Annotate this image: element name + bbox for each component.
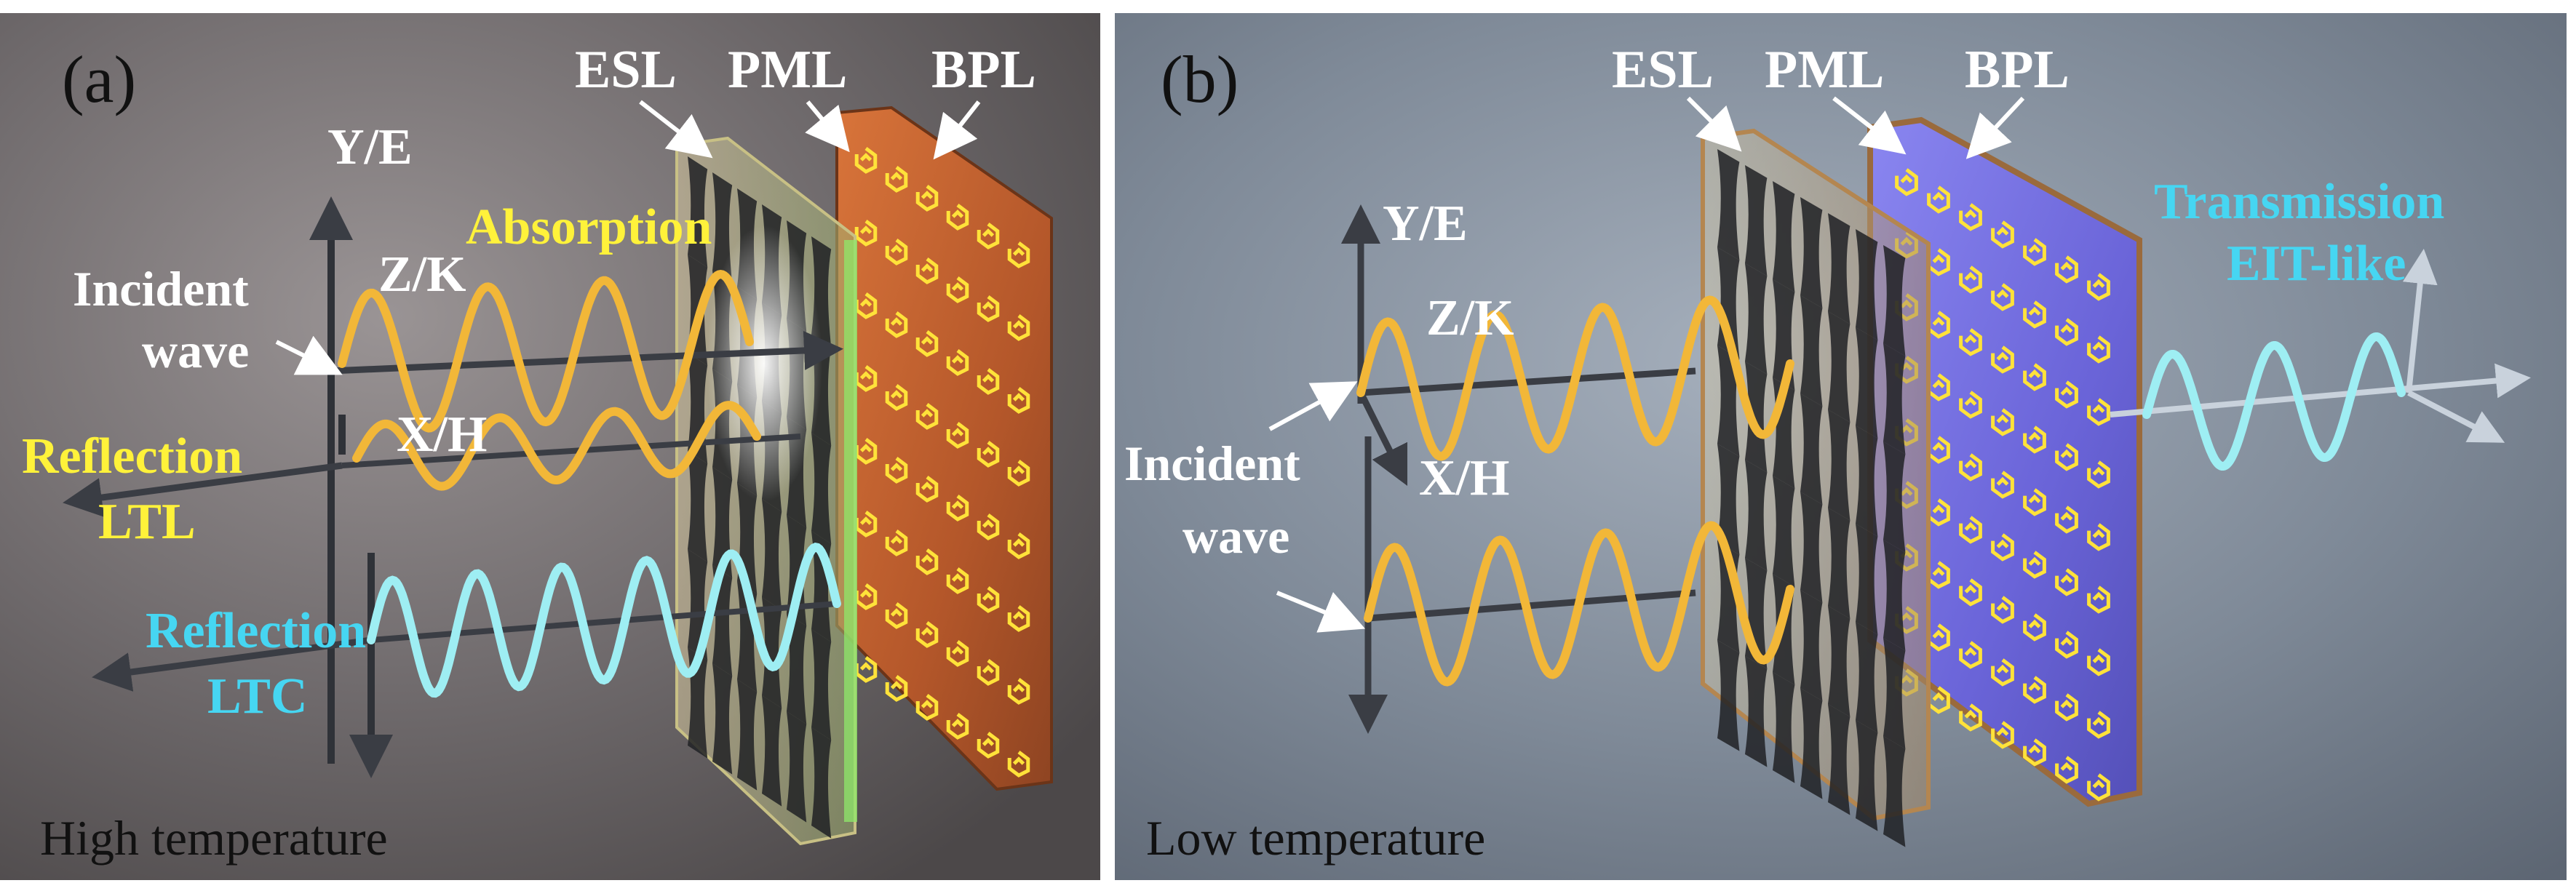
panel-a-reflection-ltl-label: Reflection xyxy=(22,428,242,484)
panel-a-pml-label: PML xyxy=(728,40,847,100)
panel-a-reflection-ltl-label-2: LTL xyxy=(98,494,196,550)
panel-a-label: (a) xyxy=(62,42,136,116)
panel-a-absorption-glow xyxy=(706,225,822,502)
panel-b-bpl-label: BPL xyxy=(1965,40,2070,100)
panel-b: (b) ESL PML BPL Y/E Z/K X/H Incident wav… xyxy=(1115,13,2567,880)
panel-a-reflection-ltl-wave xyxy=(352,401,761,491)
panel-a-bpl-arrow xyxy=(933,100,981,160)
panel-b-incident-wave-2 xyxy=(1364,521,1794,687)
panel-a-x-axis-label: X/H xyxy=(397,407,487,463)
panel-a-reflection-ltc-wave xyxy=(367,543,841,698)
panel-a-incident-arrow xyxy=(275,335,343,375)
panel-b-incident-label: Incident xyxy=(1124,436,1300,491)
panel-a-green-edge xyxy=(844,240,857,822)
panel-b-esl-label: ESL xyxy=(1612,40,1714,100)
panel-b-incident-arrow-2 xyxy=(1276,591,1366,633)
panel-b-z-axis-label: Z/K xyxy=(1426,290,1514,346)
panel-b-pml-arrow xyxy=(1832,96,1907,155)
panel-b-esl-arrow xyxy=(1686,96,1742,152)
panel-a-incident-label: Incident xyxy=(73,261,249,316)
panel-a-absorption-label: Absorption xyxy=(466,199,712,255)
panel-a-z-axis-label: Z/K xyxy=(378,247,466,303)
panel-a-pml-arrow xyxy=(805,100,850,153)
panel-b-condition-label: Low temperature xyxy=(1146,810,1485,866)
panel-a-esl-arrow xyxy=(639,100,713,159)
panel-a-incident-label-2: wave xyxy=(142,323,249,378)
panel-b-bpl-arrow xyxy=(1965,96,2025,159)
panel-b-incident-label-2: wave xyxy=(1182,508,1289,564)
panel-a-incident-wave xyxy=(338,270,754,433)
panel-b-transmission-wave xyxy=(2142,332,2406,471)
panel-b-y-axis-label: Y/E xyxy=(1383,196,1468,252)
panel-b-incident-arrow-1 xyxy=(1268,381,1358,431)
panel-b-x-axis-label: X/H xyxy=(1419,450,1509,506)
panel-a-esl-label: ESL xyxy=(575,40,677,100)
panel-b-label: (b) xyxy=(1161,42,1239,116)
panel-a-reflection-ltc-label: Reflection xyxy=(146,603,366,659)
panel-a-reflection-ltc-label-2: LTC xyxy=(207,668,308,724)
panel-b-transmission-label-2: EIT-like xyxy=(2227,236,2406,292)
panel-b-incident-wave-1 xyxy=(1356,295,1794,461)
panel-a: (a) ESL PML BPL Y/E Z/K X/H Incident wav… xyxy=(0,13,1100,880)
panel-b-transmission-label: Transmission xyxy=(2154,174,2444,230)
panel-a-condition-label: High temperature xyxy=(40,810,388,866)
panel-a-bpl-label: BPL xyxy=(931,40,1036,100)
panel-a-y-axis-label: Y/E xyxy=(327,119,413,175)
panel-b-pml-label: PML xyxy=(1765,40,1884,100)
